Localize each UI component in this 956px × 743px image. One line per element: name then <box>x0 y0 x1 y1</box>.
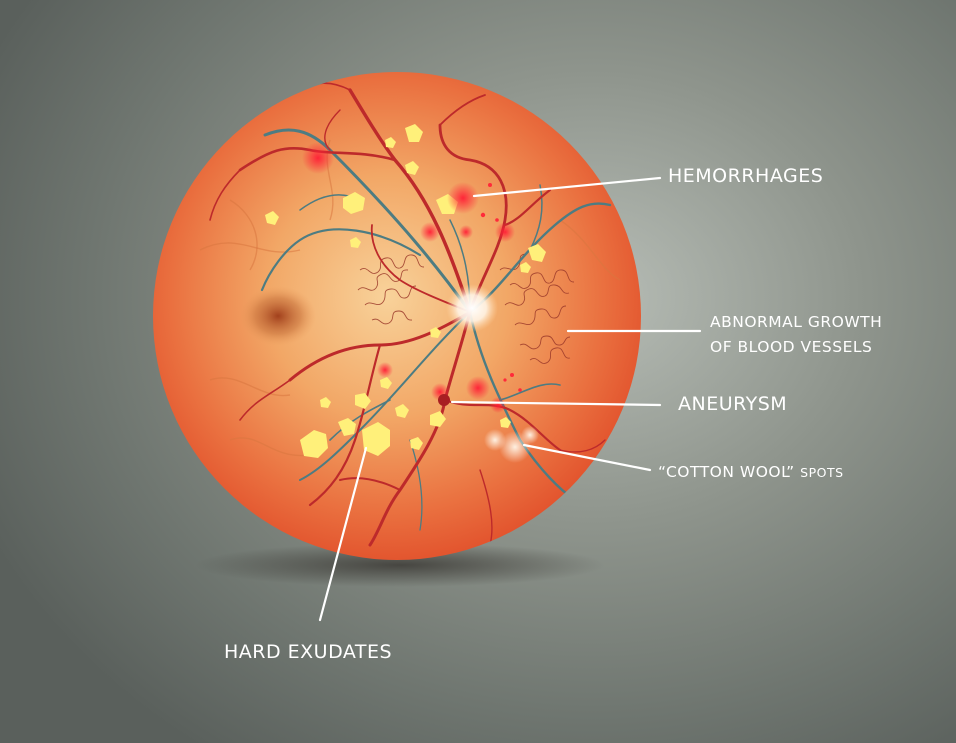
hemorrhages-leader <box>472 176 662 198</box>
label-abnormal-growth-line2: OF BLOOD VESSELS <box>710 338 873 356</box>
label-aneurysm: ANEURYSM <box>678 393 788 415</box>
hemorrhage-dots <box>480 183 522 392</box>
label-hard-exudates: HARD EXUDATES <box>224 641 393 663</box>
label-hemorrhages: HEMORRHAGES <box>668 165 824 187</box>
cotton-wool-spots <box>484 426 539 463</box>
optic-disc <box>446 284 498 332</box>
hard-exudates-leader <box>318 446 368 622</box>
macula <box>240 286 316 346</box>
aneurysm <box>438 394 450 406</box>
retina <box>153 72 641 560</box>
aneurysm-leader <box>450 400 662 407</box>
label-abnormal-growth: ABNORMAL GROWTH OF BLOOD VESSELS <box>710 310 882 360</box>
abnormal-vessel-growth <box>357 253 575 364</box>
label-cotton-wool-spots-word: SPOTS <box>800 465 844 480</box>
label-abnormal-growth-line1: ABNORMAL GROWTH <box>710 313 883 331</box>
label-cotton-wool-spots: “COTTON WOOL” SPOTS <box>658 460 844 485</box>
leader-lines <box>318 176 702 622</box>
eye-shadow <box>195 543 605 587</box>
cotton-wool-leader <box>522 443 652 472</box>
hemorrhages <box>302 142 515 413</box>
label-cotton-wool-quote: “COTTON WOOL” <box>658 463 795 481</box>
